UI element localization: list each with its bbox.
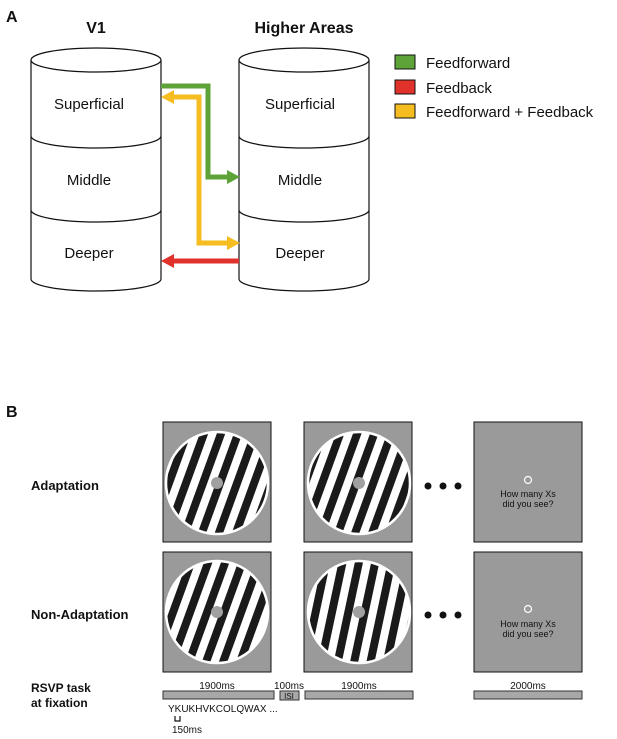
fixation-dot [353, 606, 365, 618]
legend-label-feedforward: Feedforward [426, 55, 510, 72]
fixation-dot [211, 606, 223, 618]
panel-b-letter: B [6, 404, 18, 421]
stimulus-non-adaptation-1 [162, 551, 272, 673]
higher-layer-deeper: Deeper [275, 245, 324, 262]
fixation-dot [353, 477, 365, 489]
legend: Feedforward Feedback Feedforward + Feedb… [394, 54, 594, 121]
higher-areas-cylinder [238, 47, 370, 292]
feedforward-arrow [161, 83, 240, 184]
stimulus-non-adaptation-2 [303, 551, 413, 673]
higher-layer-superficial: Superficial [265, 96, 335, 113]
feedback-arrow [161, 254, 239, 268]
legend-swatch-feedforward [394, 54, 416, 70]
legend-label-feedforward-feedback: Feedforward + Feedback [426, 104, 594, 121]
timeline-seg3-bar [473, 690, 583, 700]
v1-layer-middle: Middle [67, 172, 111, 189]
v1-cylinder [30, 47, 162, 292]
ellipsis-dots-row1 [424, 482, 462, 490]
legend-swatch-feedforward-feedback [394, 103, 416, 119]
question-screen-non-adaptation: How many Xs did you see? [473, 551, 583, 673]
feedforward-feedback-arrow [161, 90, 240, 250]
timeline-isi-label: ISI [284, 692, 294, 701]
question-screen-adaptation: How many Xs did you see? [473, 421, 583, 543]
question-line1: How many Xs [500, 489, 556, 499]
row-label-adaptation: Adaptation [31, 478, 99, 493]
rsvp-label-line1: RSVP task [31, 681, 91, 695]
timeline-seg3-duration: 2000ms [510, 681, 546, 692]
question-line1: How many Xs [500, 619, 556, 629]
timeline-seg2-bar [304, 690, 414, 700]
timeline-seg1-duration: 1900ms [199, 681, 235, 692]
question-line2: did you see? [502, 629, 553, 639]
timeline-seg2-duration: 1900ms [341, 681, 377, 692]
legend-swatch-feedback [394, 79, 416, 95]
question-line2: did you see? [502, 499, 553, 509]
legend-label-feedback: Feedback [426, 80, 492, 97]
higher-layer-middle: Middle [278, 172, 322, 189]
v1-layer-deeper: Deeper [64, 245, 113, 262]
letter-duration-label: 150ms [172, 725, 202, 736]
rsvp-letter-stream: YKUKHVKCOLQWAX ... [168, 704, 278, 715]
ellipsis-dots-row2 [424, 611, 462, 619]
letter-duration-bracket [174, 716, 181, 722]
rsvp-label-line2: at fixation [31, 696, 88, 710]
higher-areas-title: Higher Areas [255, 20, 354, 37]
timeline-isi-duration: 100ms [274, 681, 304, 692]
stimulus-adaptation-1 [162, 421, 272, 543]
row-label-non-adaptation: Non-Adaptation [31, 607, 129, 622]
timeline-seg1-bar [162, 690, 275, 700]
timeline-isi-bar [279, 690, 300, 701]
stimulus-adaptation-2 [303, 421, 413, 543]
v1-layer-superficial: Superficial [54, 96, 124, 113]
v1-title: V1 [86, 20, 106, 37]
panel-a-letter: A [6, 9, 18, 26]
fixation-dot [211, 477, 223, 489]
